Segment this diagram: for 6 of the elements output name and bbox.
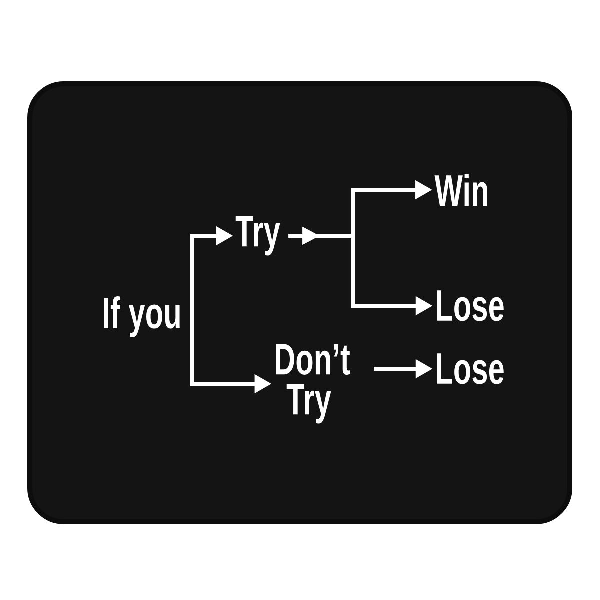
node-label: If you <box>104 296 180 338</box>
node-label: Win <box>434 174 488 206</box>
node-label: Don’t Try <box>276 344 350 424</box>
node-label: Lose <box>437 354 504 384</box>
node-label: Try <box>236 216 280 256</box>
node-label: Lose <box>437 290 504 322</box>
